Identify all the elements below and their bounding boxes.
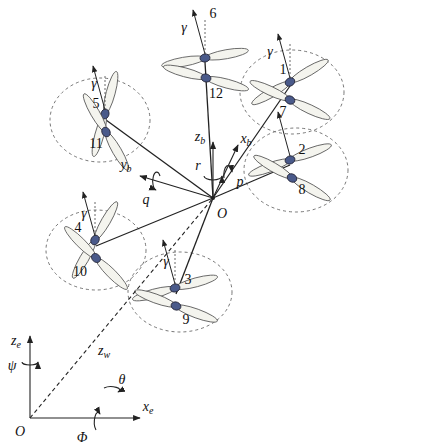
angle-symbol: Φ: [77, 431, 88, 444]
callout-number: 7: [280, 105, 287, 119]
axis-label: O: [15, 425, 25, 439]
callout-number: 2: [299, 143, 306, 157]
axis-label: O: [217, 207, 227, 221]
callout-number: 1: [280, 63, 287, 77]
angle-symbol: γ: [163, 255, 169, 269]
axis-label: zw: [98, 344, 110, 360]
axis-label: zb: [195, 130, 205, 146]
callout-number: 4: [75, 221, 82, 235]
callout-number: 12: [209, 87, 223, 101]
angle-symbol: θ: [119, 373, 126, 387]
angle-symbol: γ: [181, 21, 187, 35]
angle-symbol: γ: [81, 207, 87, 221]
axis-label: q: [143, 193, 150, 207]
angle-symbol: γ: [267, 45, 273, 59]
angle-symbol: γ: [91, 77, 97, 91]
axis-label: xb: [240, 132, 251, 148]
callout-number: 9: [183, 313, 190, 327]
callout-number: 3: [185, 273, 192, 287]
axis-label: yb: [120, 158, 131, 174]
callout-number: 11: [89, 137, 102, 151]
angle-symbol: ψ: [8, 359, 17, 373]
callout-number: 8: [299, 183, 306, 197]
callout-number: 6: [210, 7, 217, 21]
callout-number: 10: [73, 265, 87, 279]
axis-label: xe: [143, 400, 154, 416]
axis-label: p: [237, 175, 244, 189]
axis-label: ze: [11, 334, 21, 350]
callout-number: 5: [93, 97, 100, 111]
axis-label: r: [195, 159, 200, 173]
